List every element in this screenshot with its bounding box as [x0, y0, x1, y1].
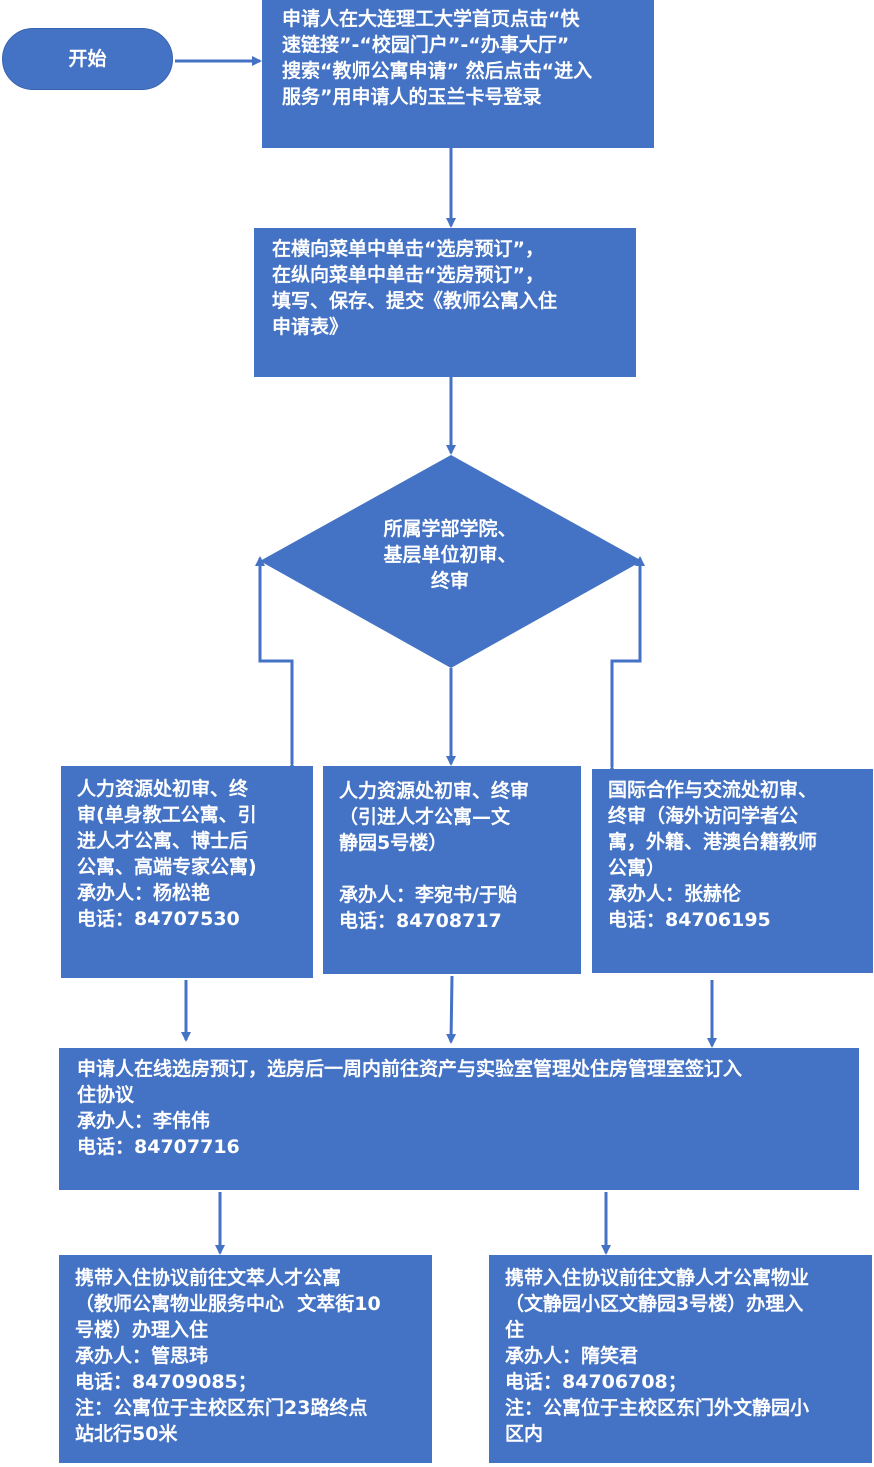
- decision-line-2: 基层单位初审、: [383, 544, 517, 566]
- review-hr-talent-line-1: 人力资源处初审、终审: [339, 780, 530, 802]
- review-intl-line-3: 寓，外籍、港澳台籍教师: [608, 831, 818, 853]
- checkin-wencui: 携带入住协议前往文萃人才公寓 （教师公寓物业服务中心 文萃街10 号楼）办理入住…: [59, 1255, 432, 1463]
- review-hr-single-line-3: 进人才公寓、博士后: [77, 830, 249, 852]
- sign-contact: 承办人：李伟伟: [77, 1110, 211, 1132]
- checkin-wencui-contact: 承办人：管思玮: [75, 1345, 209, 1367]
- arrow-hr-talent-to-sign: [446, 975, 457, 1044]
- checkin-wencui-note-2: 站北行50米: [75, 1423, 178, 1445]
- checkin-wenjing-note-2: 区内: [505, 1423, 544, 1445]
- decision-line-3: 终审: [430, 570, 469, 592]
- step-sign-agreement: 申请人在线选房预订，选房后一周内前往资产与实验室管理处住房管理室签订入 住协议 …: [59, 1048, 859, 1190]
- checkin-wencui-phone: 电话：84709085；: [75, 1371, 257, 1393]
- checkin-wenjing-line-2: （文静园小区文静园3号楼）办理入: [505, 1293, 804, 1315]
- review-hr-talent-line-2: （引进人才公寓—文: [339, 806, 511, 828]
- checkin-wenjing: 携带入住协议前往文静人才公寓物业 （文静园小区文静园3号楼）办理入 住 承办人：…: [489, 1255, 872, 1463]
- start-node: 开始: [2, 28, 173, 90]
- step-apply-line-4: 申请表》: [272, 316, 349, 338]
- review-hr-single-line-1: 人力资源处初审、终: [77, 778, 249, 800]
- step-apply-line-1: 在横向菜单中单击“选房预订”，: [272, 238, 544, 260]
- review-intl-phone: 电话：84706195: [608, 909, 771, 931]
- decision-diamond: [260, 455, 642, 668]
- step-apply-line-2: 在纵向菜单中单击“选房预订”，: [272, 264, 544, 286]
- step-login-line-1: 申请人在大连理工大学首页点击“快: [282, 8, 580, 30]
- checkin-wenjing-line-1: 携带入住协议前往文静人才公寓物业: [505, 1267, 810, 1289]
- checkin-wencui-line-3: 号楼）办理入住: [75, 1319, 209, 1341]
- review-hr-single-line-2: 审(单身教工公寓、引: [77, 804, 257, 826]
- review-intl-line-4: 公寓）: [608, 857, 666, 879]
- step-apply-line-3: 填写、保存、提交《教师公寓入住: [272, 290, 558, 312]
- checkin-wenjing-note-1: 注：公寓位于主校区东门外文静园小: [505, 1397, 810, 1419]
- checkin-wenjing-phone: 电话：84706708；: [505, 1371, 687, 1393]
- checkin-wencui-note-1: 注：公寓位于主校区东门23路终点: [75, 1397, 368, 1419]
- step-login-line-2: 速链接”-“校园门户”-“办事大厅”: [282, 34, 570, 56]
- review-hr-single-contact: 承办人：杨松艳: [77, 882, 211, 904]
- review-intl-line-1: 国际合作与交流处初审、: [608, 779, 818, 801]
- review-intl: 国际合作与交流处初审、 终审（海外访问学者公 寓，外籍、港澳台籍教师 公寓） 承…: [592, 769, 873, 973]
- sign-line-2: 住协议: [77, 1084, 135, 1106]
- review-intl-contact: 承办人：张赫伦: [608, 883, 742, 905]
- step-login-line-3: 搜索“教师公寓申请” 然后点击“进入: [282, 60, 593, 82]
- decision-label: 所属学部学院、 基层单位初审、 终审: [300, 516, 600, 594]
- review-intl-line-2: 终审（海外访问学者公: [608, 805, 799, 827]
- review-hr-single-phone: 电话：84707530: [77, 908, 240, 930]
- arrow-intl-loop: [607, 556, 645, 775]
- review-hr-talent: 人力资源处初审、终审 （引进人才公寓—文 静园5号楼） ​ 承办人：李宛书/于贻…: [323, 766, 581, 974]
- decision-line-1: 所属学部学院、: [383, 518, 517, 540]
- review-hr-talent-spacer: ​: [339, 856, 581, 882]
- checkin-wencui-line-1: 携带入住协议前往文萃人才公寓: [75, 1267, 342, 1289]
- sign-phone: 电话：84707716: [77, 1136, 240, 1158]
- review-hr-talent-line-3: 静园5号楼）: [339, 832, 448, 854]
- step-login: 申请人在大连理工大学首页点击“快 速链接”-“校园门户”-“办事大厅” 搜索“教…: [262, 0, 654, 148]
- checkin-wenjing-line-3: 住: [505, 1319, 525, 1341]
- sign-line-1: 申请人在线选房预订，选房后一周内前往资产与实验室管理处住房管理室签订入: [77, 1058, 743, 1080]
- arrow-hr-single-loop: [255, 556, 297, 772]
- review-hr-single: 人力资源处初审、终 审(单身教工公寓、引 进人才公寓、博士后 公寓、高端专家公寓…: [61, 766, 313, 978]
- start-label: 开始: [68, 48, 107, 70]
- checkin-wencui-line-2: （教师公寓物业服务中心 文萃街10: [75, 1293, 381, 1315]
- review-hr-talent-phone: 电话：84708717: [339, 910, 502, 932]
- checkin-wenjing-contact: 承办人：隋笑君: [505, 1345, 639, 1367]
- review-hr-talent-contact: 承办人：李宛书/于贻: [339, 884, 517, 906]
- step-apply-form: 在横向菜单中单击“选房预订”， 在纵向菜单中单击“选房预订”， 填写、保存、提交…: [254, 228, 636, 377]
- step-login-line-4: 服务”用申请人的玉兰卡号登录: [282, 86, 542, 108]
- review-hr-single-line-4: 公寓、高端专家公寓): [77, 856, 257, 878]
